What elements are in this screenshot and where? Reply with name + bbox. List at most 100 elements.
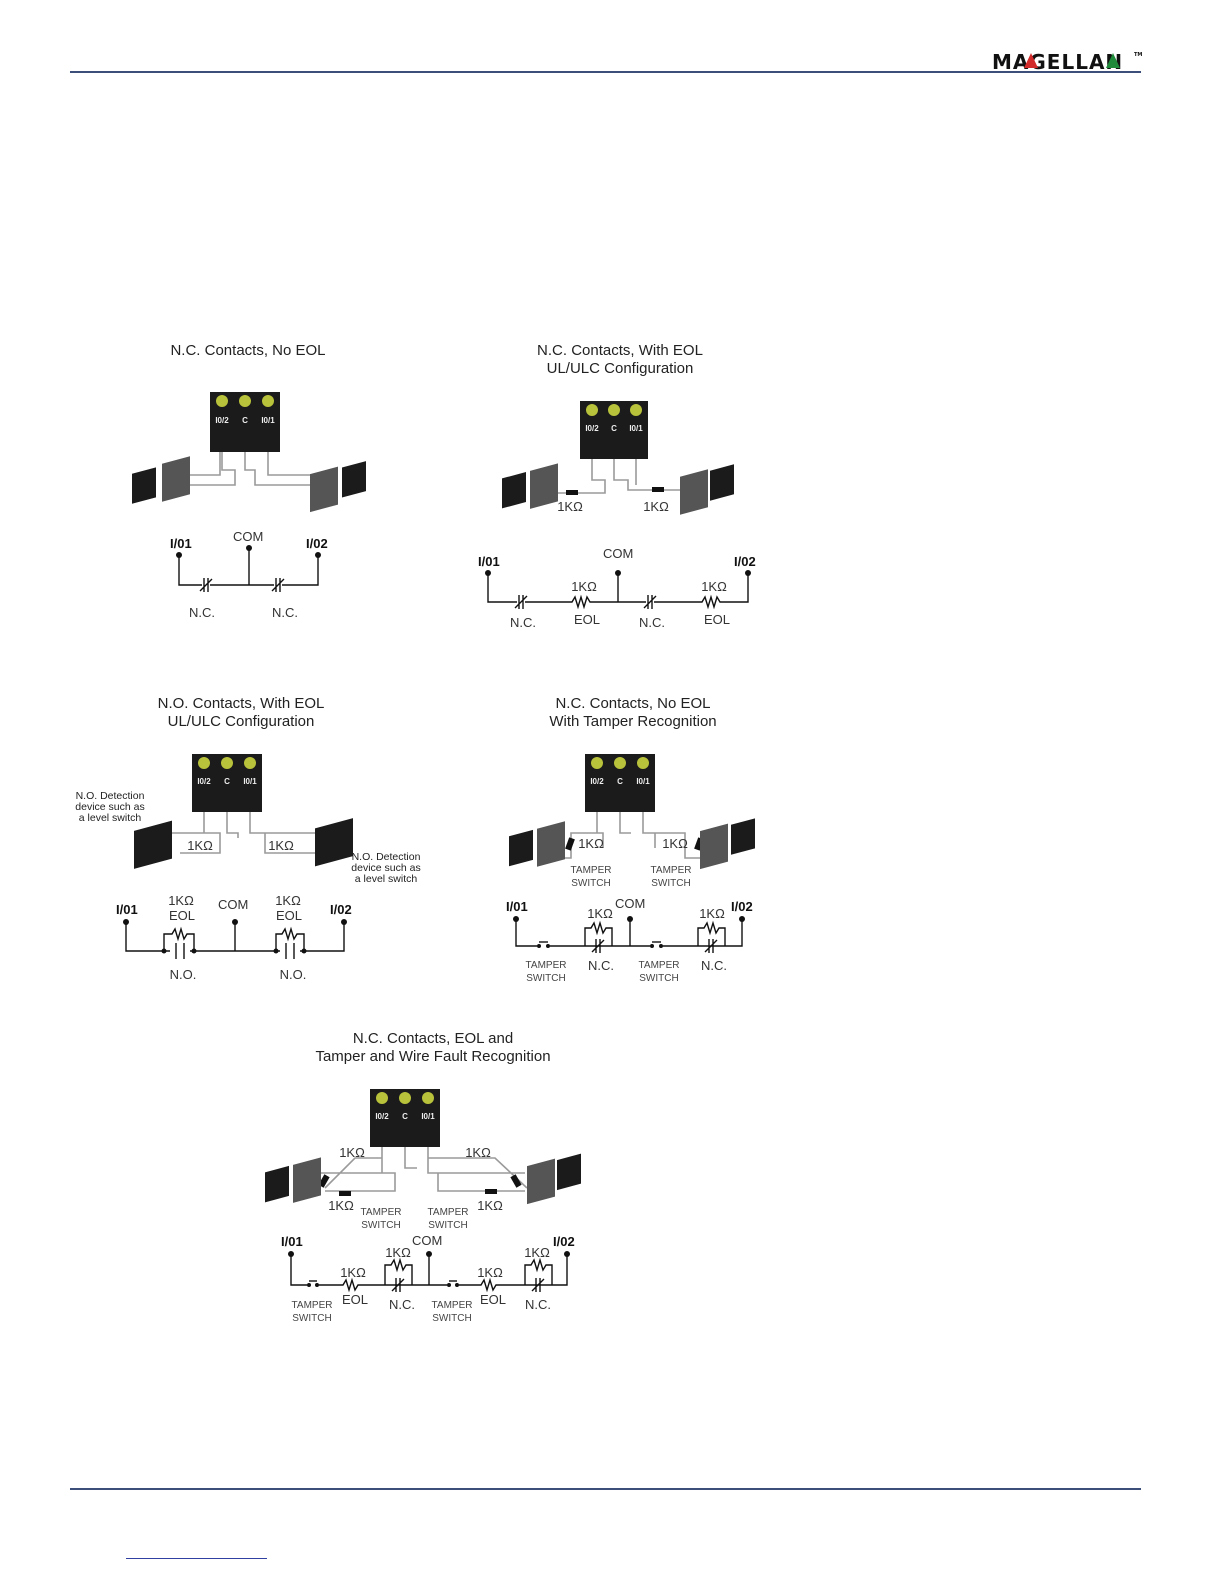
- contact-label: N.C.: [510, 615, 536, 630]
- resistor-label: 1KΩ: [701, 579, 727, 594]
- node-label: I/02: [553, 1234, 575, 1249]
- node-label: I/02: [306, 536, 328, 551]
- eol-label: EOL: [704, 612, 730, 627]
- resistor-label: 1KΩ: [699, 906, 725, 921]
- resistor-label: 1KΩ: [477, 1265, 503, 1280]
- wiring-label: 1KΩ: [578, 836, 604, 851]
- resistor-label: 1KΩ: [587, 906, 613, 921]
- node-label: I/01: [116, 902, 138, 917]
- diagram-title: N.C. Contacts, EOL and: [353, 1030, 513, 1047]
- device-note: a level switch: [79, 812, 142, 824]
- tamper-label: SWITCH: [526, 973, 565, 984]
- footer-link-underline[interactable]: [126, 1558, 267, 1559]
- device-note: a level switch: [355, 873, 418, 885]
- node-label: I/02: [734, 554, 756, 569]
- terminal-block: I0/2 C I0/1: [210, 392, 280, 452]
- eol-label: EOL: [276, 908, 302, 923]
- terminal-block: I0/2 C I0/1: [580, 401, 648, 459]
- node-label: I/02: [330, 902, 352, 917]
- wiring-label: 1KΩ: [557, 499, 583, 514]
- tamper-label: SWITCH: [292, 1313, 331, 1324]
- resistor-label: 1KΩ: [340, 1265, 366, 1280]
- contact-right: [527, 1153, 581, 1205]
- device-note: N.O. Detection: [76, 790, 145, 802]
- svg-text:C: C: [611, 424, 617, 433]
- eol-label: EOL: [342, 1292, 368, 1307]
- diagram-title: UL/ULC Configuration: [168, 713, 315, 730]
- tamper-label: SWITCH: [432, 1313, 471, 1324]
- device-note: N.O. Detection: [352, 851, 421, 863]
- diagram-nc-no-eol: N.C. Contacts, No EOL I0/2 C I0/1 I/01 C…: [132, 342, 366, 620]
- contact-label: N.C.: [639, 615, 665, 630]
- contact-label: N.C.: [588, 958, 614, 973]
- diagram-title: N.O. Contacts, With EOL: [158, 695, 325, 712]
- contact-right: [700, 818, 755, 870]
- footer-rule: [70, 1488, 1141, 1490]
- logo-text: MAGELLAN: [992, 50, 1123, 73]
- resistor-label: 1KΩ: [524, 1245, 550, 1260]
- node-label: COM: [233, 529, 263, 544]
- contact-left: [265, 1157, 321, 1203]
- contact-right: [680, 464, 734, 515]
- svg-text:C: C: [242, 416, 248, 425]
- logo-red-triangle: [1024, 53, 1038, 68]
- svg-text:I0/2: I0/2: [590, 777, 604, 786]
- tamper-label: TAMPER: [526, 960, 567, 971]
- level-switch-left: [134, 820, 172, 869]
- contact-label: N.O.: [170, 967, 197, 982]
- eol-label: EOL: [480, 1292, 506, 1307]
- diagram-title: N.C. Contacts, With EOL: [537, 342, 703, 359]
- tamper-label: TAMPER: [639, 960, 680, 971]
- contact-label: N.C.: [189, 605, 215, 620]
- svg-text:I0/1: I0/1: [636, 777, 650, 786]
- diagram-title: UL/ULC Configuration: [547, 360, 694, 377]
- wiring-label: 1KΩ: [643, 499, 669, 514]
- node-label: I/01: [170, 536, 192, 551]
- diagram-nc-eol-tamper-wire-fault: N.C. Contacts, EOL and Tamper and Wire F…: [265, 1030, 581, 1324]
- logo-tm: TM: [1134, 52, 1142, 58]
- tamper-label: TAMPER: [571, 865, 612, 876]
- wiring-label: 1KΩ: [187, 838, 213, 853]
- diagram-nc-tamper: N.C. Contacts, No EOL With Tamper Recogn…: [506, 695, 755, 984]
- tamper-label: TAMPER: [432, 1300, 473, 1311]
- diagram-title: N.C. Contacts, No EOL: [555, 695, 710, 712]
- terminal-block: I0/2 C I0/1: [370, 1089, 440, 1147]
- svg-text:I0/2: I0/2: [375, 1112, 389, 1121]
- diagram-title: N.C. Contacts, No EOL: [170, 342, 325, 359]
- magellan-logo: MAGELLAN TM: [992, 50, 1142, 73]
- resistor-label: 1KΩ: [168, 893, 194, 908]
- terminal-block: I0/2 C I0/1: [192, 754, 262, 812]
- tamper-label: SWITCH: [639, 973, 678, 984]
- node-label: I/02: [731, 899, 753, 914]
- logo-green-triangle: [1106, 53, 1120, 68]
- tamper-label: SWITCH: [571, 878, 610, 889]
- header-rule: [70, 71, 1141, 73]
- svg-text:I0/1: I0/1: [421, 1112, 435, 1121]
- svg-text:I0/1: I0/1: [629, 424, 643, 433]
- tamper-label: SWITCH: [651, 878, 690, 889]
- contact-left: [502, 463, 558, 509]
- tamper-label: SWITCH: [361, 1220, 400, 1231]
- svg-text:I0/1: I0/1: [261, 416, 275, 425]
- node-label: COM: [603, 546, 633, 561]
- svg-text:I0/1: I0/1: [243, 777, 257, 786]
- resistor-label: 1KΩ: [275, 893, 301, 908]
- eol-label: EOL: [574, 612, 600, 627]
- terminal-block: I0/2 C I0/1: [585, 754, 655, 812]
- node-label: COM: [615, 896, 645, 911]
- contact-left: [509, 821, 565, 867]
- svg-text:I0/2: I0/2: [215, 416, 229, 425]
- svg-text:I0/2: I0/2: [197, 777, 211, 786]
- diagram-title: Tamper and Wire Fault Recognition: [315, 1048, 550, 1065]
- node-label: I/01: [506, 899, 528, 914]
- device-note: device such as: [351, 862, 420, 874]
- resistor-label: 1KΩ: [385, 1245, 411, 1260]
- device-note: device such as: [75, 801, 144, 813]
- node-label: I/01: [478, 554, 500, 569]
- contact-label: N.C.: [525, 1297, 551, 1312]
- contact-label: N.C.: [701, 958, 727, 973]
- wiring-label: 1KΩ: [477, 1198, 503, 1213]
- contact-label: N.O.: [280, 967, 307, 982]
- svg-text:C: C: [402, 1112, 408, 1121]
- contact-label: N.C.: [389, 1297, 415, 1312]
